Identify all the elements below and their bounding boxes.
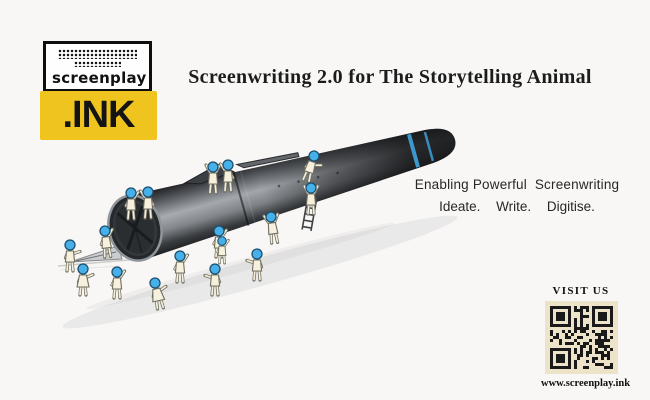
barrel-marks bbox=[277, 171, 339, 188]
page-title: Screenwriting 2.0 for The Storytelling A… bbox=[188, 66, 592, 88]
brand-logo: screenplay .INK bbox=[40, 41, 160, 140]
logo-word: screenplay bbox=[52, 69, 147, 87]
ground-line bbox=[59, 265, 121, 271]
figure bbox=[110, 265, 127, 300]
tagline-digitise: Digitise. bbox=[546, 199, 595, 214]
pen-body bbox=[107, 128, 456, 262]
visit-us-label: VISIT US bbox=[552, 285, 610, 297]
figure bbox=[261, 209, 284, 246]
logo-top-panel: screenplay bbox=[43, 41, 152, 92]
logo-ink-word: .INK bbox=[40, 91, 157, 140]
pen-cap-band bbox=[407, 133, 420, 168]
pen-cap-band bbox=[423, 131, 435, 162]
website-url: www.screenplay.ink bbox=[541, 378, 631, 389]
pen-front-face bbox=[107, 194, 163, 262]
qr-panel bbox=[544, 301, 618, 374]
dot-matrix-icon bbox=[73, 61, 122, 67]
figure bbox=[75, 262, 95, 297]
tagline-ideate: Ideate. bbox=[439, 199, 481, 214]
figure bbox=[216, 235, 230, 265]
tagline-line1: Enabling Powerful Screenwriting bbox=[414, 177, 620, 192]
visit-section: VISIT US www.screenplay.ink bbox=[541, 285, 631, 389]
figure bbox=[63, 238, 82, 273]
dot-matrix-icon bbox=[58, 49, 137, 59]
pen-clip bbox=[235, 152, 300, 169]
pen-seam bbox=[232, 171, 250, 226]
tagline-line2: Ideate. Write. Digitise. bbox=[400, 199, 634, 214]
tagline-write: Write. bbox=[496, 199, 532, 214]
tagline: Enabling Powerful Screenwriting Ideate. … bbox=[400, 177, 634, 214]
pen-nib bbox=[69, 245, 123, 263]
qr-code bbox=[549, 306, 613, 369]
